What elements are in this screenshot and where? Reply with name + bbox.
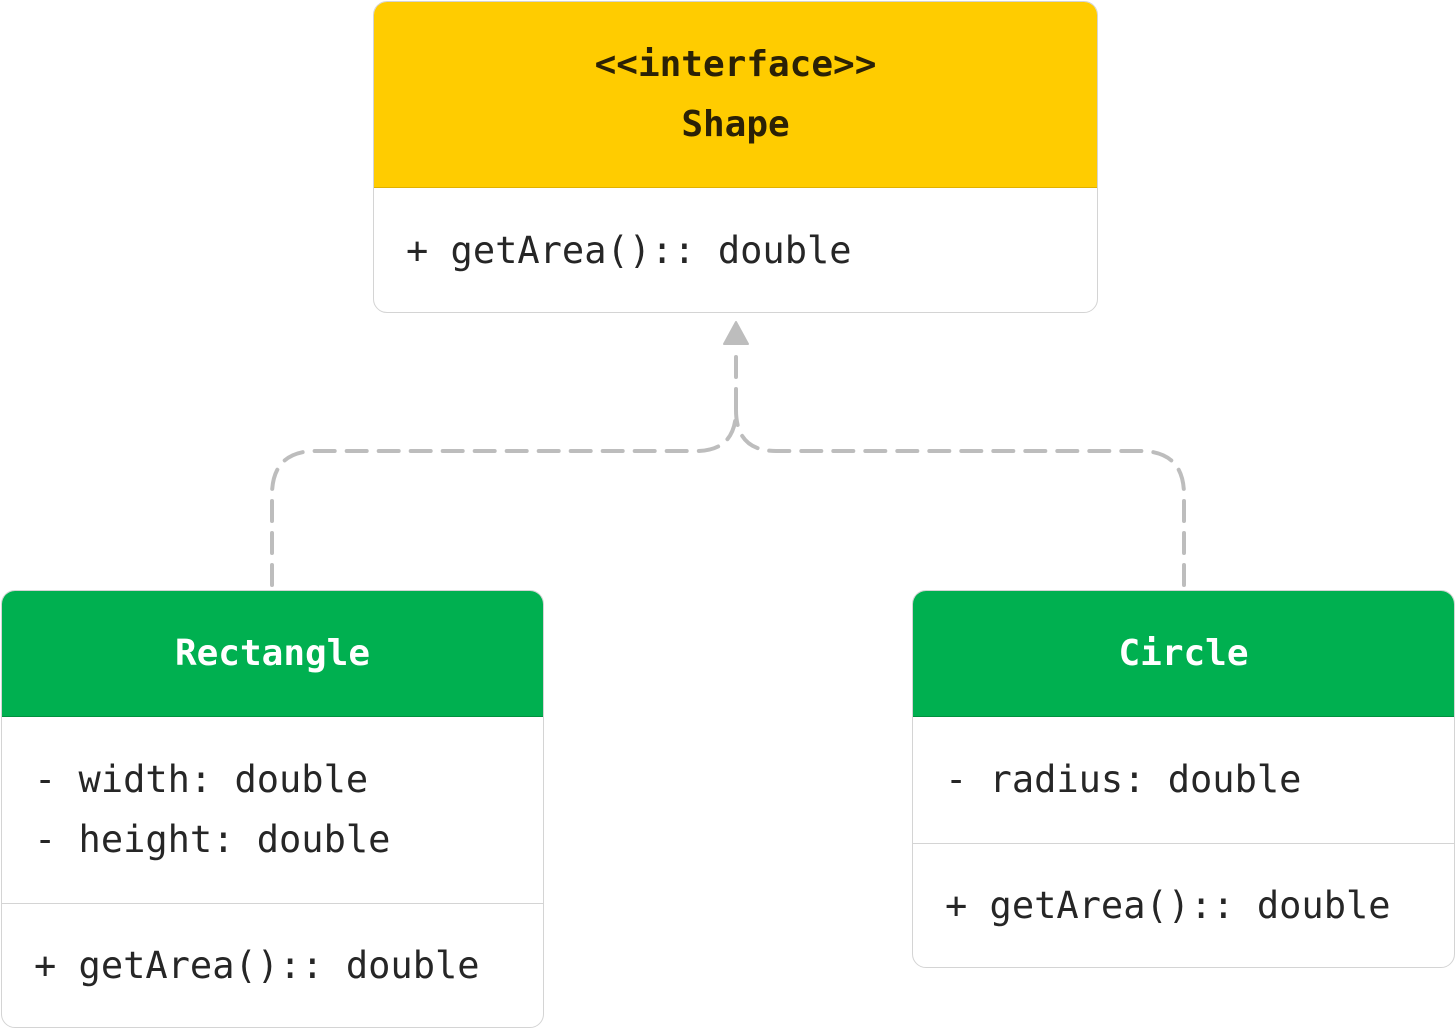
rectangle-name: Rectangle: [174, 632, 371, 674]
circle-methods: + getArea():: double: [913, 843, 1454, 967]
circle-method: + getArea():: double: [945, 883, 1391, 927]
circle-realization-line: [734, 408, 1186, 587]
shape-name: Shape: [681, 103, 790, 145]
rectangle-methods: + getArea():: double: [2, 903, 543, 1027]
shape-stereotype: <<interface>>: [594, 43, 877, 85]
circle-header: Circle: [913, 591, 1454, 717]
circle-name: Circle: [1118, 632, 1249, 674]
shape-header: <<interface>> Shape: [374, 2, 1097, 188]
rectangle-attribute: - height: double: [34, 818, 391, 861]
rectangle-attributes: - width: double - height: double: [2, 717, 543, 903]
circle-class-box: Circle - radius: double + getArea():: do…: [912, 590, 1455, 968]
rectangle-class-box: Rectangle - width: double - height: doub…: [1, 590, 544, 1028]
rectangle-header: Rectangle: [2, 591, 543, 717]
shape-methods: + getArea():: double: [374, 188, 1097, 312]
circle-attributes: - radius: double: [913, 717, 1454, 843]
rectangle-realization-line: [270, 348, 738, 587]
circle-attribute: - radius: double: [945, 758, 1302, 801]
rectangle-method: + getArea():: double: [34, 943, 480, 987]
rectangle-attribute: - width: double: [34, 758, 369, 801]
shape-method: + getArea():: double: [406, 228, 852, 272]
realization-arrowhead: [723, 321, 749, 345]
shape-interface-box: <<interface>> Shape + getArea():: double: [373, 1, 1098, 313]
